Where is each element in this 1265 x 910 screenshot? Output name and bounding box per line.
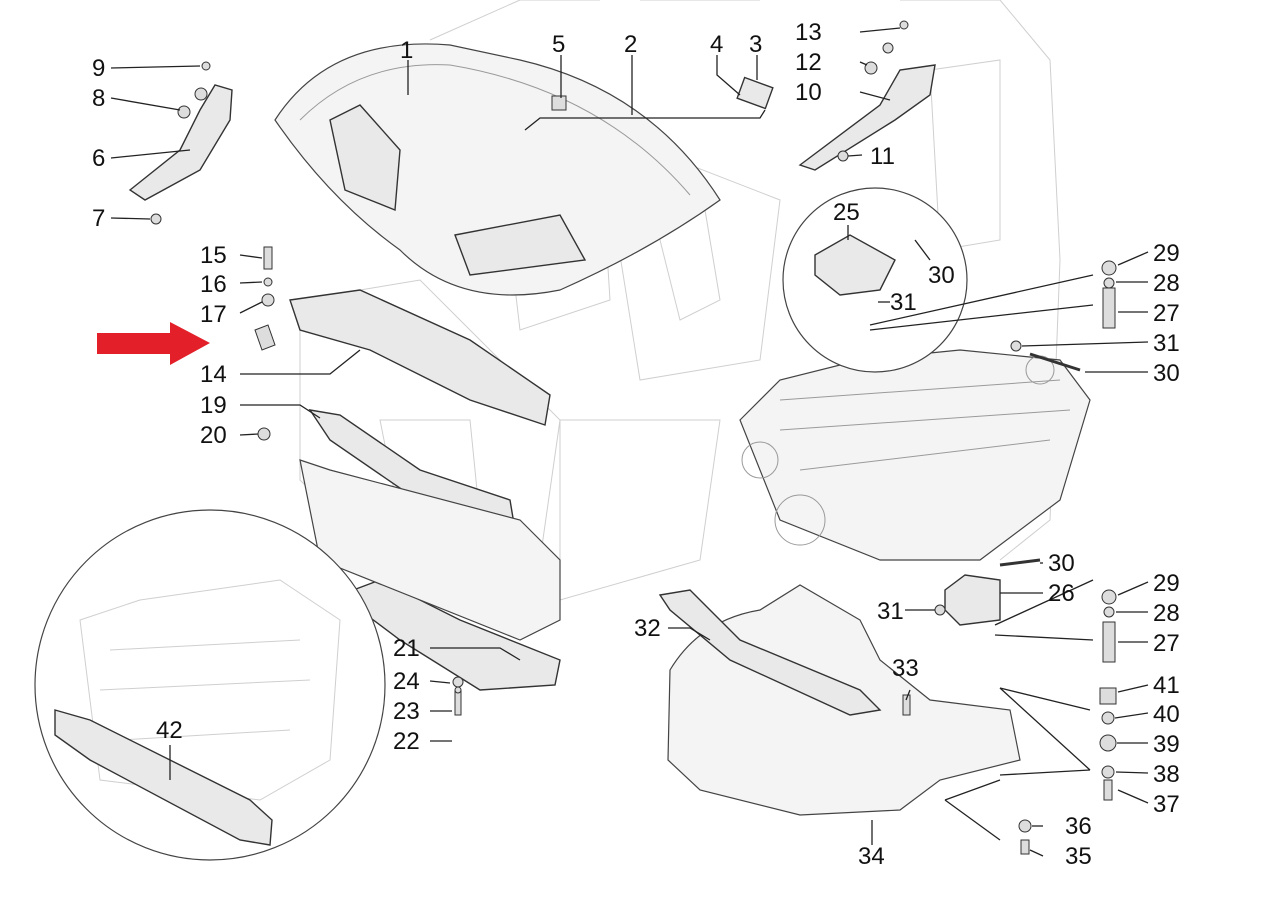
callout-37: 37 (1153, 791, 1180, 818)
callout-16: 16 (200, 271, 227, 298)
callout-26: 26 (1048, 580, 1075, 607)
callout-12: 12 (795, 49, 822, 76)
callout-17: 17 (200, 301, 227, 328)
callout-7: 7 (92, 205, 105, 232)
callout-31-lower: 31 (877, 598, 904, 625)
engine-mount-bracket-upper (814, 234, 896, 296)
callout-8: 8 (92, 85, 105, 112)
hood-support-rod (524, 109, 766, 131)
callout-1: 1 (400, 37, 413, 64)
highlight-arrow (97, 322, 210, 365)
callout-2: 2 (624, 31, 637, 58)
callout-4: 4 (710, 31, 723, 58)
callout-27: 27 (1153, 300, 1180, 327)
hood-hinge-left (128, 84, 233, 201)
callout-23: 23 (393, 698, 420, 725)
callout-3: 3 (749, 31, 762, 58)
callout-38: 38 (1153, 761, 1180, 788)
callout-35: 35 (1065, 843, 1092, 870)
callout-31: 31 (890, 289, 917, 316)
upper-cross-member (289, 289, 551, 426)
callout-labels: 1 2 3 4 5 6 7 8 9 10 11 12 13 14 15 16 1… (92, 19, 1180, 870)
fastener-group (150, 20, 1117, 855)
callout-20: 20 (200, 422, 227, 449)
callout-28-lower: 28 (1153, 600, 1180, 627)
guard-support-bracket (658, 589, 882, 716)
callout-6: 6 (92, 145, 105, 172)
engine-assembly (739, 349, 1091, 561)
callout-10: 10 (795, 79, 822, 106)
callout-40: 40 (1153, 701, 1180, 728)
callout-22: 22 (393, 728, 420, 755)
callout-19: 19 (200, 392, 227, 419)
callout-27-lower: 27 (1153, 630, 1180, 657)
front-reinforcement-bar (54, 709, 273, 846)
callout-24: 24 (393, 668, 420, 695)
callout-30-lower: 30 (1048, 550, 1075, 577)
callout-9: 9 (92, 55, 105, 82)
callout-28: 28 (1153, 270, 1180, 297)
radiator-support-frame (299, 459, 561, 641)
callout-14: 14 (200, 361, 227, 388)
callout-42: 42 (156, 717, 183, 744)
callout-33: 33 (892, 655, 919, 682)
callout-29: 29 (1153, 240, 1180, 267)
engine-mount-bracket-lower (944, 574, 1001, 626)
hood-hinge-left-mounted (329, 104, 401, 212)
callout-41: 41 (1153, 672, 1180, 699)
callout-21: 21 (393, 635, 420, 662)
callout-5: 5 (552, 31, 565, 58)
callout-34: 34 (858, 843, 885, 870)
callout-11: 11 (870, 143, 895, 170)
callout-30: 30 (928, 262, 955, 289)
hood-hinge-right-mounted (454, 214, 587, 276)
callout-25: 25 (833, 199, 860, 226)
callout-13: 13 (795, 19, 822, 46)
callout-30-engine: 30 (1153, 360, 1180, 387)
callout-29-lower: 29 (1153, 570, 1180, 597)
hood-hinge-right (798, 64, 936, 171)
leader-lines (110, 27, 1149, 857)
bump-stop-highlighted (254, 324, 276, 351)
rod-holder-part (736, 76, 774, 110)
callout-36: 36 (1065, 813, 1092, 840)
callout-31-engine: 31 (1153, 330, 1180, 357)
hood-panel (274, 43, 721, 296)
rod-clip-part (551, 95, 567, 111)
callout-32: 32 (634, 615, 661, 642)
callout-39: 39 (1153, 731, 1180, 758)
callout-15: 15 (200, 242, 227, 269)
